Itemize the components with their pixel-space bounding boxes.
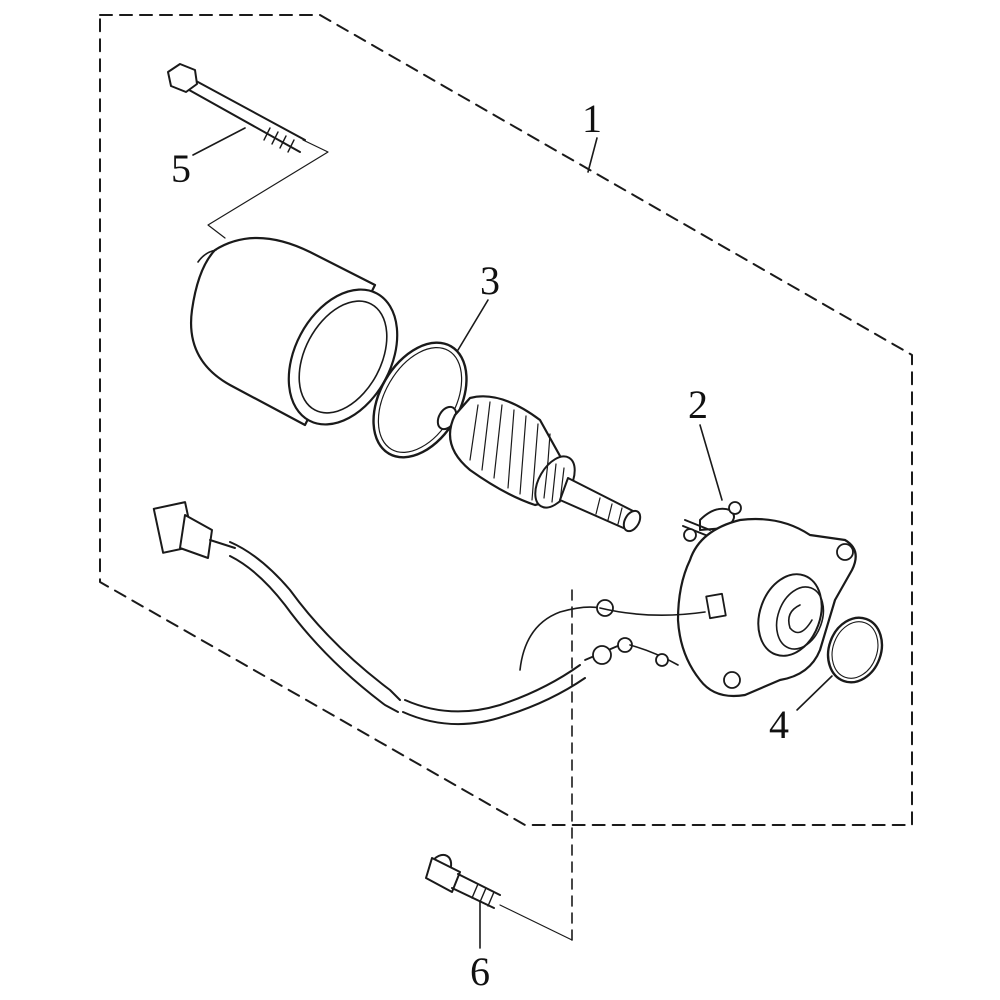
- mounting-bolt: [425, 853, 573, 941]
- callout-1: 1: [582, 96, 602, 141]
- o-ring-cover: [826, 616, 884, 684]
- leader-2: [699, 424, 723, 501]
- wire-harness: [152, 501, 706, 726]
- callout-2: 2: [688, 382, 708, 427]
- assembly-boundary-dashed: [99, 14, 913, 826]
- brush-clip: [682, 501, 742, 542]
- leader-1: [587, 137, 598, 173]
- armature: [436, 395, 642, 533]
- callout-5: 5: [171, 146, 191, 191]
- leader-4: [796, 675, 833, 711]
- through-bolt: [167, 63, 329, 239]
- callout-4: 4: [769, 702, 789, 747]
- callout-6: 6: [470, 949, 490, 994]
- leader-5: [192, 127, 246, 156]
- motor-housing: [190, 236, 399, 427]
- leader-3: [457, 299, 489, 351]
- end-cover: [676, 517, 857, 698]
- callout-3: 3: [480, 258, 500, 303]
